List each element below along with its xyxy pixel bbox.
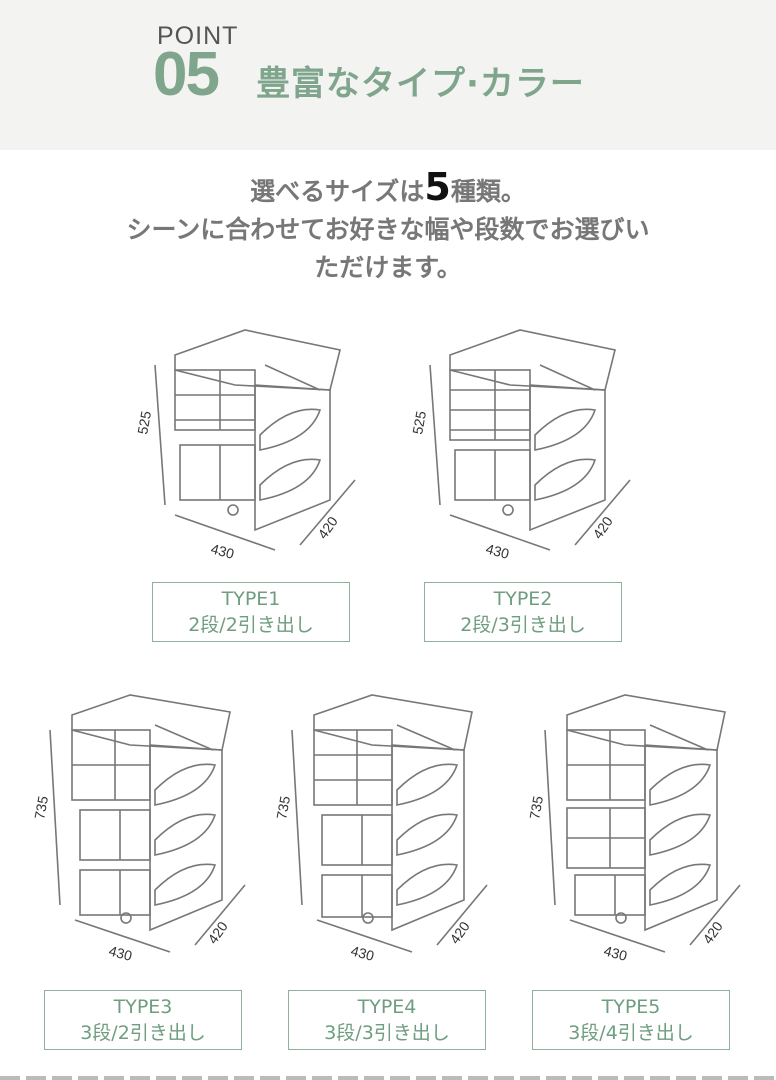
point-label: POINT (157, 22, 239, 50)
type-spec: 2段/3引き出し (460, 614, 586, 636)
type-spec: 2段/2引き出し (188, 614, 314, 636)
point-number: 05 (153, 40, 220, 109)
bottom-divider (0, 1076, 776, 1080)
type5-cabinet-drawing: 735 430 420 (525, 690, 755, 975)
type1-label: TYPE1 2段/2引き出し (152, 582, 350, 642)
height-dimension: 735 (526, 795, 546, 821)
header: POINT 05 豊富なタイプ·カラー (0, 0, 776, 150)
type2-cabinet-drawing: 525 430 420 (410, 325, 650, 565)
intro-line-1-before: 選べるサイズは (250, 177, 425, 206)
intro-line-1: 選べるサイズは5種類。 (0, 168, 776, 211)
intro-line-1-after: 種類。 (450, 177, 526, 206)
type-name: TYPE5 (601, 996, 661, 1018)
type-spec: 3段/4引き出し (568, 1022, 694, 1044)
width-dimension: 430 (107, 942, 134, 964)
type-name: TYPE2 (493, 588, 553, 610)
width-dimension: 430 (484, 540, 511, 562)
cabinet-illustration: 735 430 420 (31, 694, 246, 964)
height-dimension: 735 (31, 795, 51, 821)
depth-dimension: 420 (699, 918, 726, 946)
height-dimension: 735 (273, 795, 293, 821)
depth-dimension: 420 (446, 918, 473, 946)
type-name: TYPE3 (113, 996, 173, 1018)
intro-text: 選べるサイズは5種類。 シーンに合わせてお好きな幅や段数でお選びい ただけます。 (0, 168, 776, 287)
cabinet-illustration: 525 430 420 (410, 329, 631, 562)
type-name: TYPE1 (221, 588, 281, 610)
type4-label: TYPE4 3段/3引き出し (288, 990, 486, 1050)
depth-dimension: 420 (314, 513, 341, 541)
type3-label: TYPE3 3段/2引き出し (44, 990, 242, 1050)
type3-cabinet-drawing: 735 430 420 (30, 690, 260, 975)
intro-number: 5 (424, 165, 451, 209)
width-dimension: 430 (602, 942, 629, 964)
type5-label: TYPE5 3段/4引き出し (532, 990, 730, 1050)
cabinet-illustration: 525 430 420 (135, 329, 356, 562)
type-spec: 3段/2引き出し (80, 1022, 206, 1044)
type-spec: 3段/3引き出し (324, 1022, 450, 1044)
section-title: 豊富なタイプ·カラー (256, 64, 585, 104)
intro-line-3: ただけます。 (314, 253, 462, 282)
height-dimension: 525 (410, 410, 429, 436)
intro-line-2: シーンに合わせてお好きな幅や段数でお選びい (126, 215, 650, 244)
width-dimension: 430 (209, 540, 236, 562)
type1-cabinet-drawing: 525 430 420 (135, 325, 375, 565)
cabinet-illustration: 735 430 420 (526, 694, 741, 964)
type4-cabinet-drawing: 735 430 420 (272, 690, 502, 975)
type2-label: TYPE2 2段/3引き出し (424, 582, 622, 642)
depth-dimension: 420 (204, 918, 231, 946)
cabinet-illustration: 735 430 420 (273, 694, 488, 964)
type-name: TYPE4 (357, 996, 417, 1018)
width-dimension: 430 (349, 942, 376, 964)
depth-dimension: 420 (589, 513, 616, 541)
height-dimension: 525 (135, 410, 154, 436)
